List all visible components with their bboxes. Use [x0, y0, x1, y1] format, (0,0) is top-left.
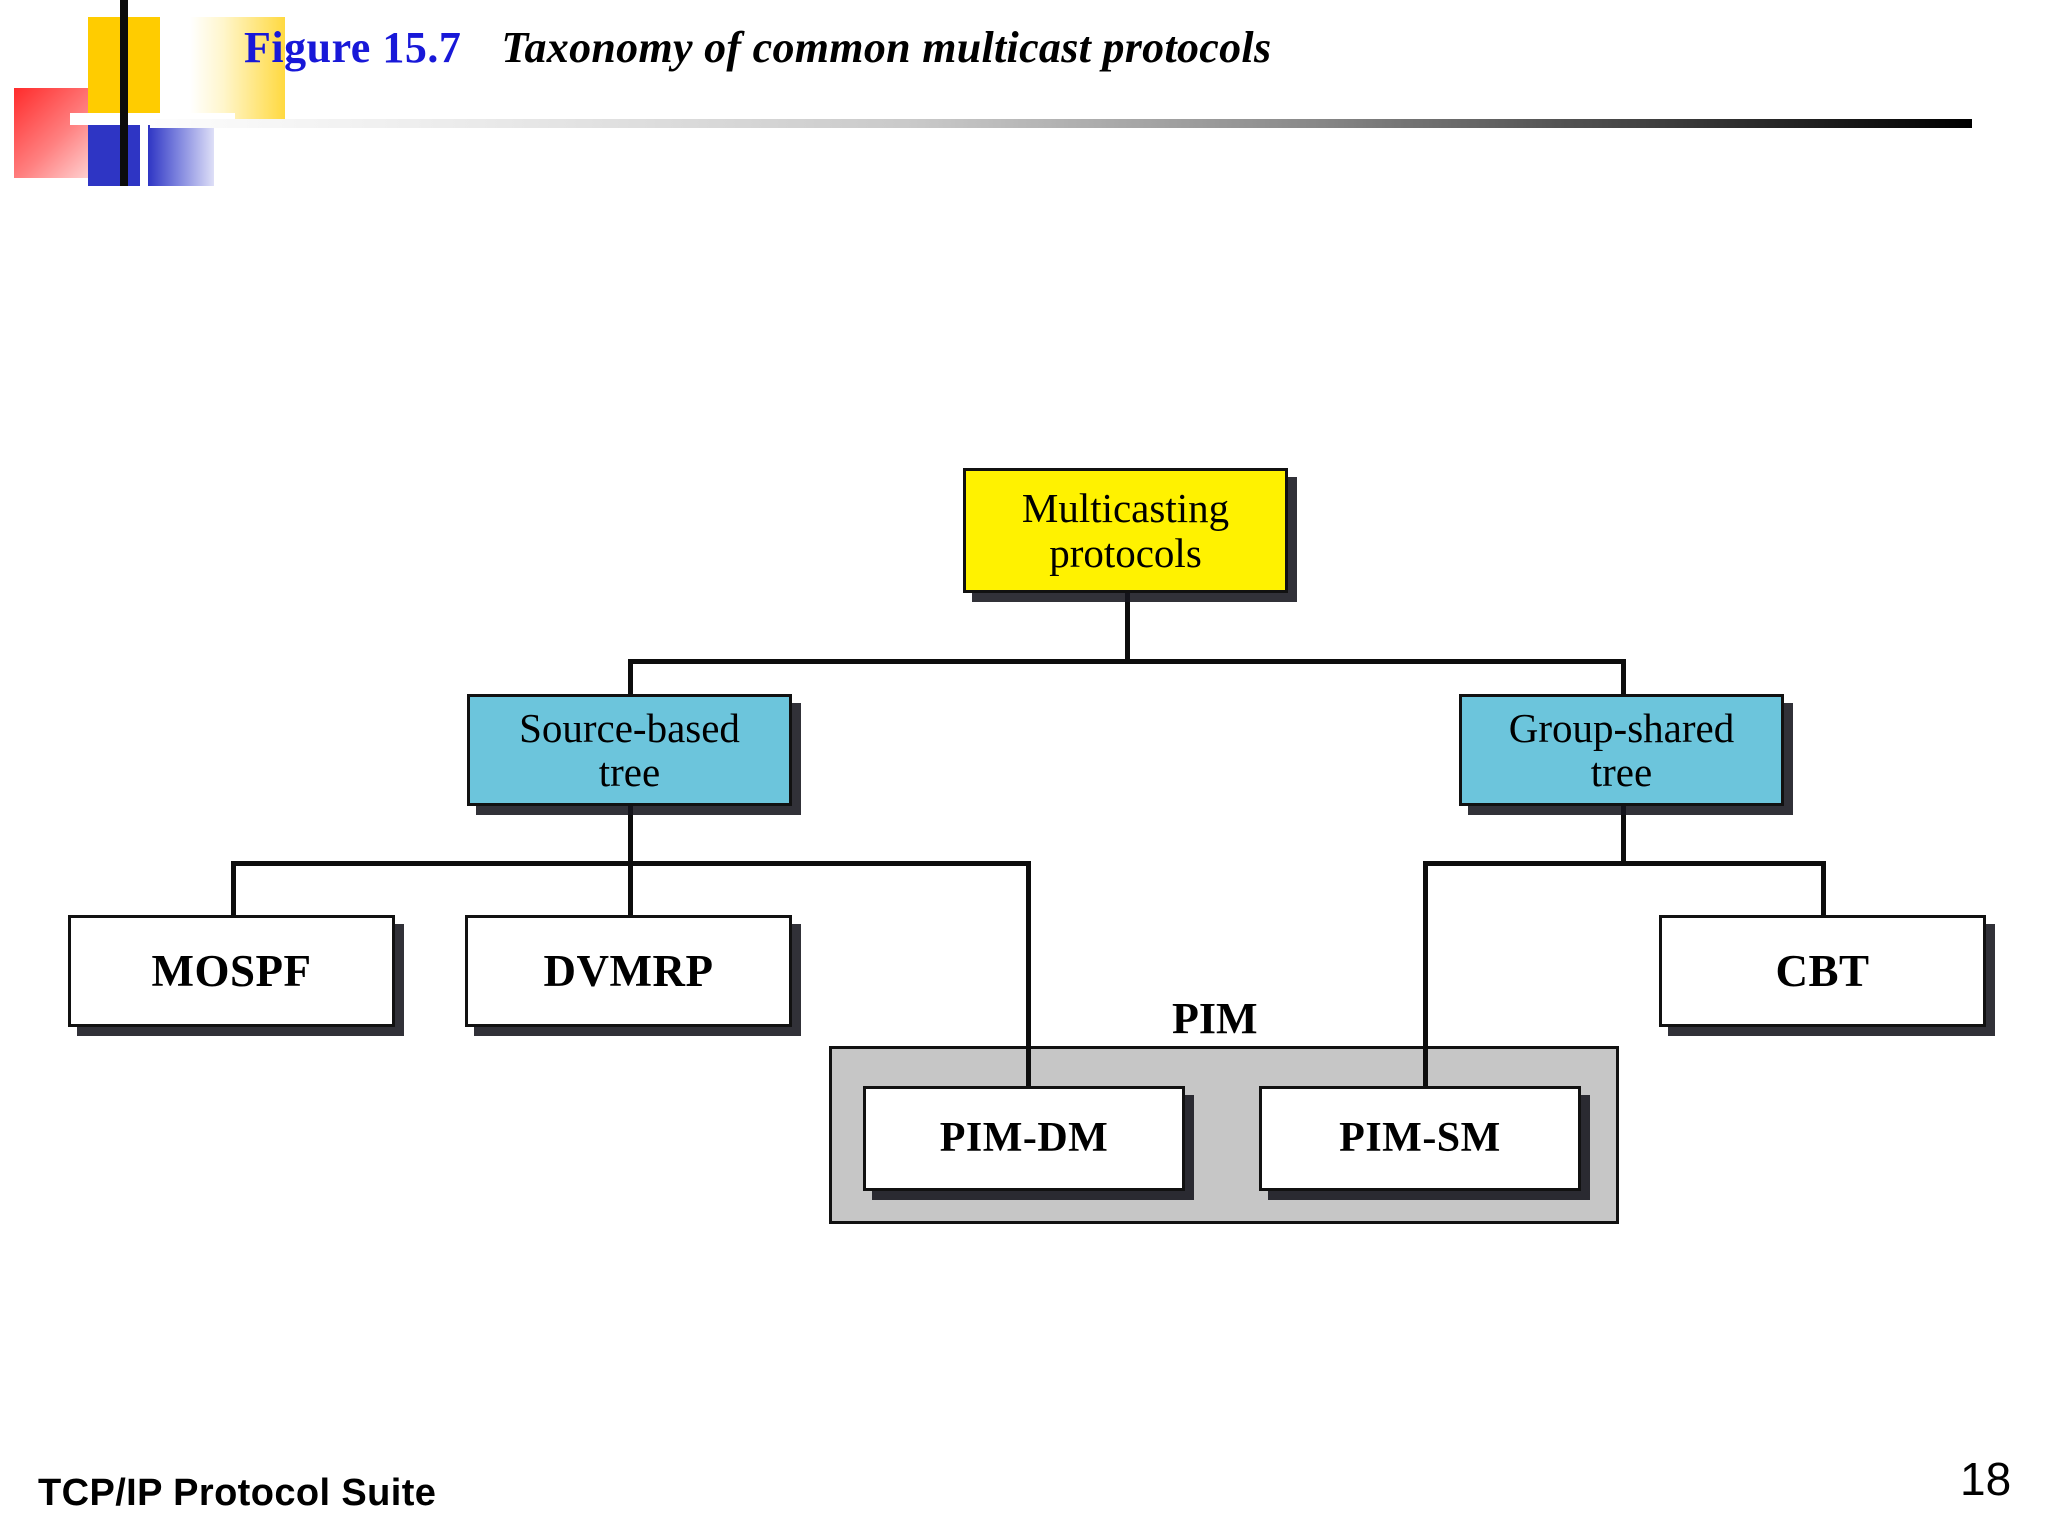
connector-to-cbt [1821, 861, 1826, 915]
node-multicasting-protocols[interactable]: Multicasting protocols [963, 468, 1288, 593]
connector-to-source-based [628, 659, 633, 694]
node-dvmrp[interactable]: DVMRP [465, 915, 792, 1027]
node-label-line1: Source-based [519, 704, 740, 751]
connector-to-dvmrp [628, 861, 633, 915]
logo-blue-block [88, 118, 140, 186]
figure-label: Figure 15.7 [244, 23, 462, 72]
node-label-line2: tree [1590, 749, 1653, 795]
node-label-line1: Multicasting [1021, 485, 1230, 532]
connector-to-pim-sm [1423, 861, 1428, 1095]
node-label: CBT [1775, 945, 1870, 996]
node-label: DVMRP [543, 945, 714, 996]
header-divider [150, 119, 1972, 128]
node-mospf[interactable]: MOSPF [68, 915, 395, 1027]
connector-root-stem [1125, 593, 1130, 663]
connector-to-group-shared [1621, 659, 1626, 694]
node-cbt[interactable]: CBT [1659, 915, 1986, 1027]
node-label-line2: tree [598, 749, 661, 795]
node-pim-sm[interactable]: PIM-SM [1259, 1086, 1581, 1191]
node-label-line2: protocols [1049, 529, 1202, 576]
connector-source-based-stem [628, 805, 633, 865]
connector-root-bar [628, 659, 1626, 664]
connector-group-shared-stem [1621, 805, 1626, 865]
logo-vertical-bar [120, 0, 128, 186]
footer-book-title: TCP/IP Protocol Suite [38, 1472, 437, 1514]
figure-title: Taxonomy of common multicast protocols [501, 23, 1272, 72]
node-pim-dm[interactable]: PIM-DM [863, 1086, 1185, 1191]
node-label: PIM-DM [939, 1114, 1109, 1161]
logo-blue-gradient-block [148, 118, 214, 186]
connector-to-pim-dm [1026, 861, 1031, 1095]
logo-yellow-gradient-block [190, 17, 285, 127]
node-group-shared-tree[interactable]: Group-shared tree [1459, 694, 1784, 806]
footer-page-number: 18 [1960, 1453, 2012, 1505]
node-label: Multicasting protocols [1022, 486, 1229, 575]
node-label: MOSPF [151, 945, 312, 996]
node-label: Source-based tree [519, 704, 740, 795]
node-label-line1: Group-shared [1508, 704, 1735, 751]
node-label: Group-shared tree [1508, 704, 1735, 795]
node-source-based-tree[interactable]: Source-based tree [467, 694, 792, 806]
node-label: PIM-SM [1339, 1114, 1501, 1161]
connector-to-mospf [231, 861, 236, 915]
connector-group-shared-bar [1423, 861, 1826, 866]
pim-group-label: PIM [1172, 994, 1258, 1043]
page-title: Figure 15.7 Taxonomy of common multicast … [244, 22, 1271, 73]
